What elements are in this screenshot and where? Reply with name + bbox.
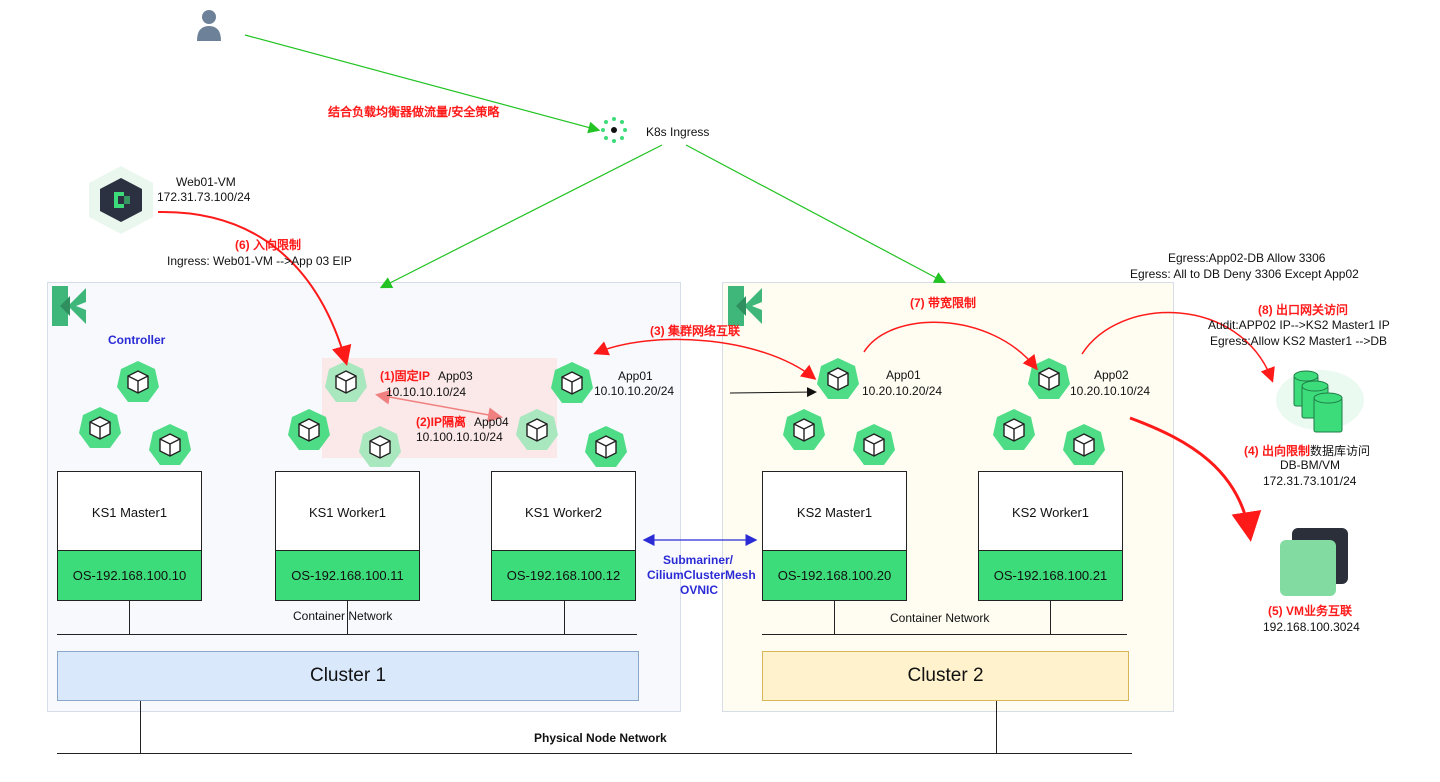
pod-icon xyxy=(993,409,1035,450)
pod-icon xyxy=(79,407,121,448)
pod-icon xyxy=(359,426,401,467)
kubesphere-logo-icon xyxy=(728,286,762,326)
node-link xyxy=(129,601,130,634)
ingress-label: K8s Ingress xyxy=(646,125,710,139)
egress-allow-rule: Egress:Allow KS2 Master1 -->DB xyxy=(1210,334,1388,348)
outbound-title: (4) 出向限制 xyxy=(1244,444,1311,458)
cluster-link xyxy=(996,701,997,753)
c1-app01-name: App01 xyxy=(618,369,653,383)
node-ks1-master1: KS1 Master1 OS-192.168.100.10 xyxy=(57,471,202,601)
vm-ip: 192.168.100.3024 xyxy=(1263,620,1360,634)
pod-icon xyxy=(149,424,191,465)
node-name: KS1 Master1 xyxy=(91,505,168,520)
node-link xyxy=(564,601,565,634)
egress-rule-2: Egress: All to DB Deny 3306 Except App02 xyxy=(1130,267,1359,281)
pod-icon xyxy=(853,424,895,465)
node-ks1-worker1: KS1 Worker1 OS-192.168.100.11 xyxy=(275,471,420,601)
lb-policy-label: 结合负载均衡器做流量/安全策略 xyxy=(328,105,500,119)
container-network-line xyxy=(57,634,637,635)
physical-network-label: Physical Node Network xyxy=(534,731,667,745)
container-network-line xyxy=(762,634,1127,635)
web-vm-name: Web01-VM xyxy=(176,175,236,189)
ip-isolation-label: (2)IP隔离 xyxy=(416,415,467,429)
db-ip: 172.31.73.101/24 xyxy=(1263,474,1357,488)
c2-app02-ip: 10.20.10.10/24 xyxy=(1070,384,1151,398)
container-network-label-2: Container Network xyxy=(890,611,990,625)
inbound-rule: Ingress: Web01-VM -->App 03 EIP xyxy=(167,254,352,268)
submariner-line3: OVNIC xyxy=(680,583,719,597)
node-os: OS-192.168.100.12 xyxy=(492,550,635,600)
vm-icon xyxy=(1280,528,1348,596)
cluster2-box: Cluster 2 xyxy=(762,651,1129,701)
node-name: KS1 Worker1 xyxy=(308,505,387,520)
cluster1-box: Cluster 1 xyxy=(57,651,639,701)
app04-name: App04 xyxy=(474,415,509,429)
node-link xyxy=(347,601,348,634)
container-network-label-1: Container Network xyxy=(293,609,393,623)
controller-label: Controller xyxy=(108,333,166,347)
pod-icon xyxy=(817,358,859,399)
c2-app01-ip: 10.20.10.20/24 xyxy=(862,384,943,398)
node-os: OS-192.168.100.11 xyxy=(276,550,419,600)
node-ks1-worker2: KS1 Worker2 OS-192.168.100.12 xyxy=(491,471,636,601)
node-ks2-master1: KS2 Master1 OS-192.168.100.20 xyxy=(762,471,907,601)
gateway-title: (8) 出口网关访问 xyxy=(1258,303,1349,317)
database-icon xyxy=(1276,370,1364,433)
db-name: DB-BM/VM xyxy=(1280,458,1340,472)
web-vm-icon xyxy=(89,166,153,234)
pod-icon xyxy=(783,409,825,450)
node-name: KS1 Worker2 xyxy=(524,505,603,520)
ingress-icon xyxy=(601,117,627,143)
node-os: OS-192.168.100.10 xyxy=(58,550,201,600)
c2-app01-name: App01 xyxy=(886,368,921,382)
pod-icon xyxy=(1063,424,1105,465)
outbound-tail: 数据库访问 xyxy=(1310,444,1371,458)
node-name: KS2 Master1 xyxy=(796,505,873,520)
user-icon xyxy=(197,10,221,41)
pod-icon xyxy=(288,409,330,450)
physical-network-line xyxy=(57,753,1132,754)
pod-icon xyxy=(325,361,367,402)
cluster-link xyxy=(140,701,141,753)
pod-icon xyxy=(585,426,627,467)
inbound-title: (6) 入向限制 xyxy=(235,238,302,252)
pod-icon xyxy=(551,362,593,403)
web-vm-ip: 172.31.73.100/24 xyxy=(157,190,251,204)
node-os: OS-192.168.100.21 xyxy=(979,550,1122,600)
app03-name: App03 xyxy=(438,369,473,383)
audit-rule: Audit:APP02 IP-->KS2 Master1 IP xyxy=(1208,318,1390,332)
node-link xyxy=(834,601,835,634)
bandwidth-label: (7) 带宽限制 xyxy=(910,296,977,310)
c2-app02-name: App02 xyxy=(1094,368,1129,382)
vm-title: (5) VM业务互联 xyxy=(1268,604,1353,618)
outbound-label-row: (4) 出向限制数据库访问 xyxy=(1244,442,1370,459)
submariner-line2: CiliumClusterMesh xyxy=(647,568,756,582)
c1-app01-ip: 10.10.10.20/24 xyxy=(594,384,675,398)
submariner-line1: Submariner/ xyxy=(663,553,734,567)
kubesphere-logo-icon xyxy=(52,286,86,326)
app03-ip: 10.10.10.10/24 xyxy=(386,385,467,399)
interconnect-label: (3) 集群网络互联 xyxy=(650,324,741,338)
node-os: OS-192.168.100.20 xyxy=(763,550,906,600)
node-name: KS2 Worker1 xyxy=(1011,505,1090,520)
pod-icon xyxy=(117,361,159,402)
app04-ip: 10.100.10.10/24 xyxy=(416,430,503,444)
node-link xyxy=(1050,601,1051,634)
fixed-ip-label: (1)固定IP xyxy=(380,369,431,383)
pod-icon xyxy=(516,409,558,450)
node-ks2-worker1: KS2 Worker1 OS-192.168.100.21 xyxy=(978,471,1123,601)
pod-icon xyxy=(1028,358,1070,399)
egress-rule-1: Egress:App02-DB Allow 3306 xyxy=(1168,251,1326,265)
